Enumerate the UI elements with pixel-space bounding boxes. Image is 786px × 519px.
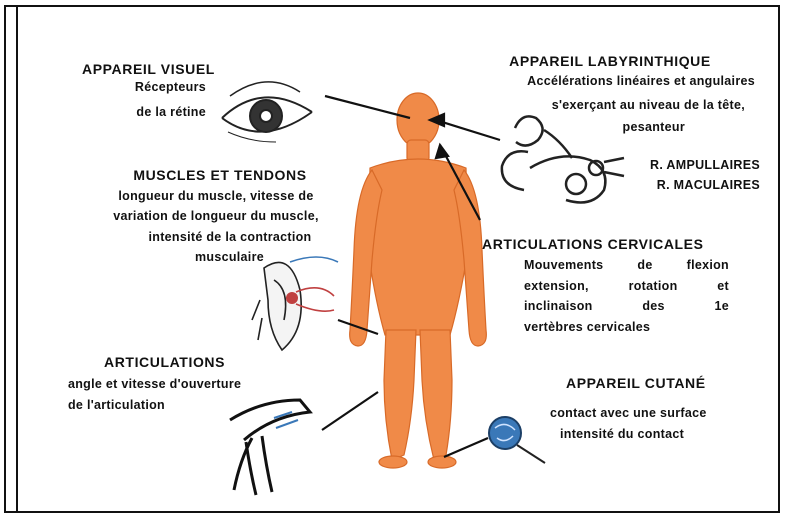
labyrinth-title: APPAREIL LABYRINTHIQUE bbox=[480, 53, 740, 70]
visual-desc-1: Récepteurs bbox=[106, 78, 206, 96]
labyrinth-desc-3: pesanteur bbox=[450, 118, 685, 136]
ampullary-receptors: R. AMPULLAIRES bbox=[610, 156, 760, 174]
labyrinth-desc-1: Accélérations linéaires et angulaires bbox=[450, 72, 755, 90]
muscles-title: MUSCLES ET TENDONS bbox=[90, 167, 350, 184]
muscles-desc-3: intensité de la contraction bbox=[100, 228, 360, 246]
joints-desc-1: angle et vitesse d'ouverture bbox=[68, 375, 308, 393]
cervical-desc-1: Mouvements de flexion bbox=[524, 256, 729, 274]
skin-title: APPAREIL CUTANÉ bbox=[566, 375, 706, 392]
muscle-spindle-icon bbox=[252, 257, 338, 350]
joints-title: ARTICULATIONS bbox=[104, 354, 225, 371]
skin-desc-1: contact avec une surface bbox=[550, 404, 707, 422]
muscles-desc-4: musculaire bbox=[160, 248, 264, 266]
skin-receptor-icon bbox=[489, 417, 545, 463]
muscles-desc-2: variation de longueur du muscle, bbox=[76, 207, 356, 225]
cervical-desc-3: inclinaison des 1e bbox=[524, 297, 729, 315]
human-body-figure bbox=[350, 93, 487, 468]
visual-title: APPAREIL VISUEL bbox=[82, 61, 215, 78]
cervical-desc-2: extension, rotation et bbox=[524, 277, 729, 295]
knee-joint-icon bbox=[230, 400, 310, 495]
skin-desc-2: intensité du contact bbox=[560, 425, 684, 443]
eye-icon bbox=[222, 82, 312, 142]
labyrinth-desc-2: s'exerçant au niveau de la tête, bbox=[450, 96, 745, 114]
muscles-desc-1: longueur du muscle, vitesse de bbox=[76, 187, 356, 205]
joints-desc-2: de l'articulation bbox=[68, 396, 308, 414]
cervical-desc-4: vertèbres cervicales bbox=[524, 318, 729, 336]
cervical-title: ARTICULATIONS CERVICALES bbox=[482, 236, 704, 253]
visual-desc-2: de la rétine bbox=[106, 103, 206, 121]
macular-receptors: R. MACULAIRES bbox=[610, 176, 760, 194]
